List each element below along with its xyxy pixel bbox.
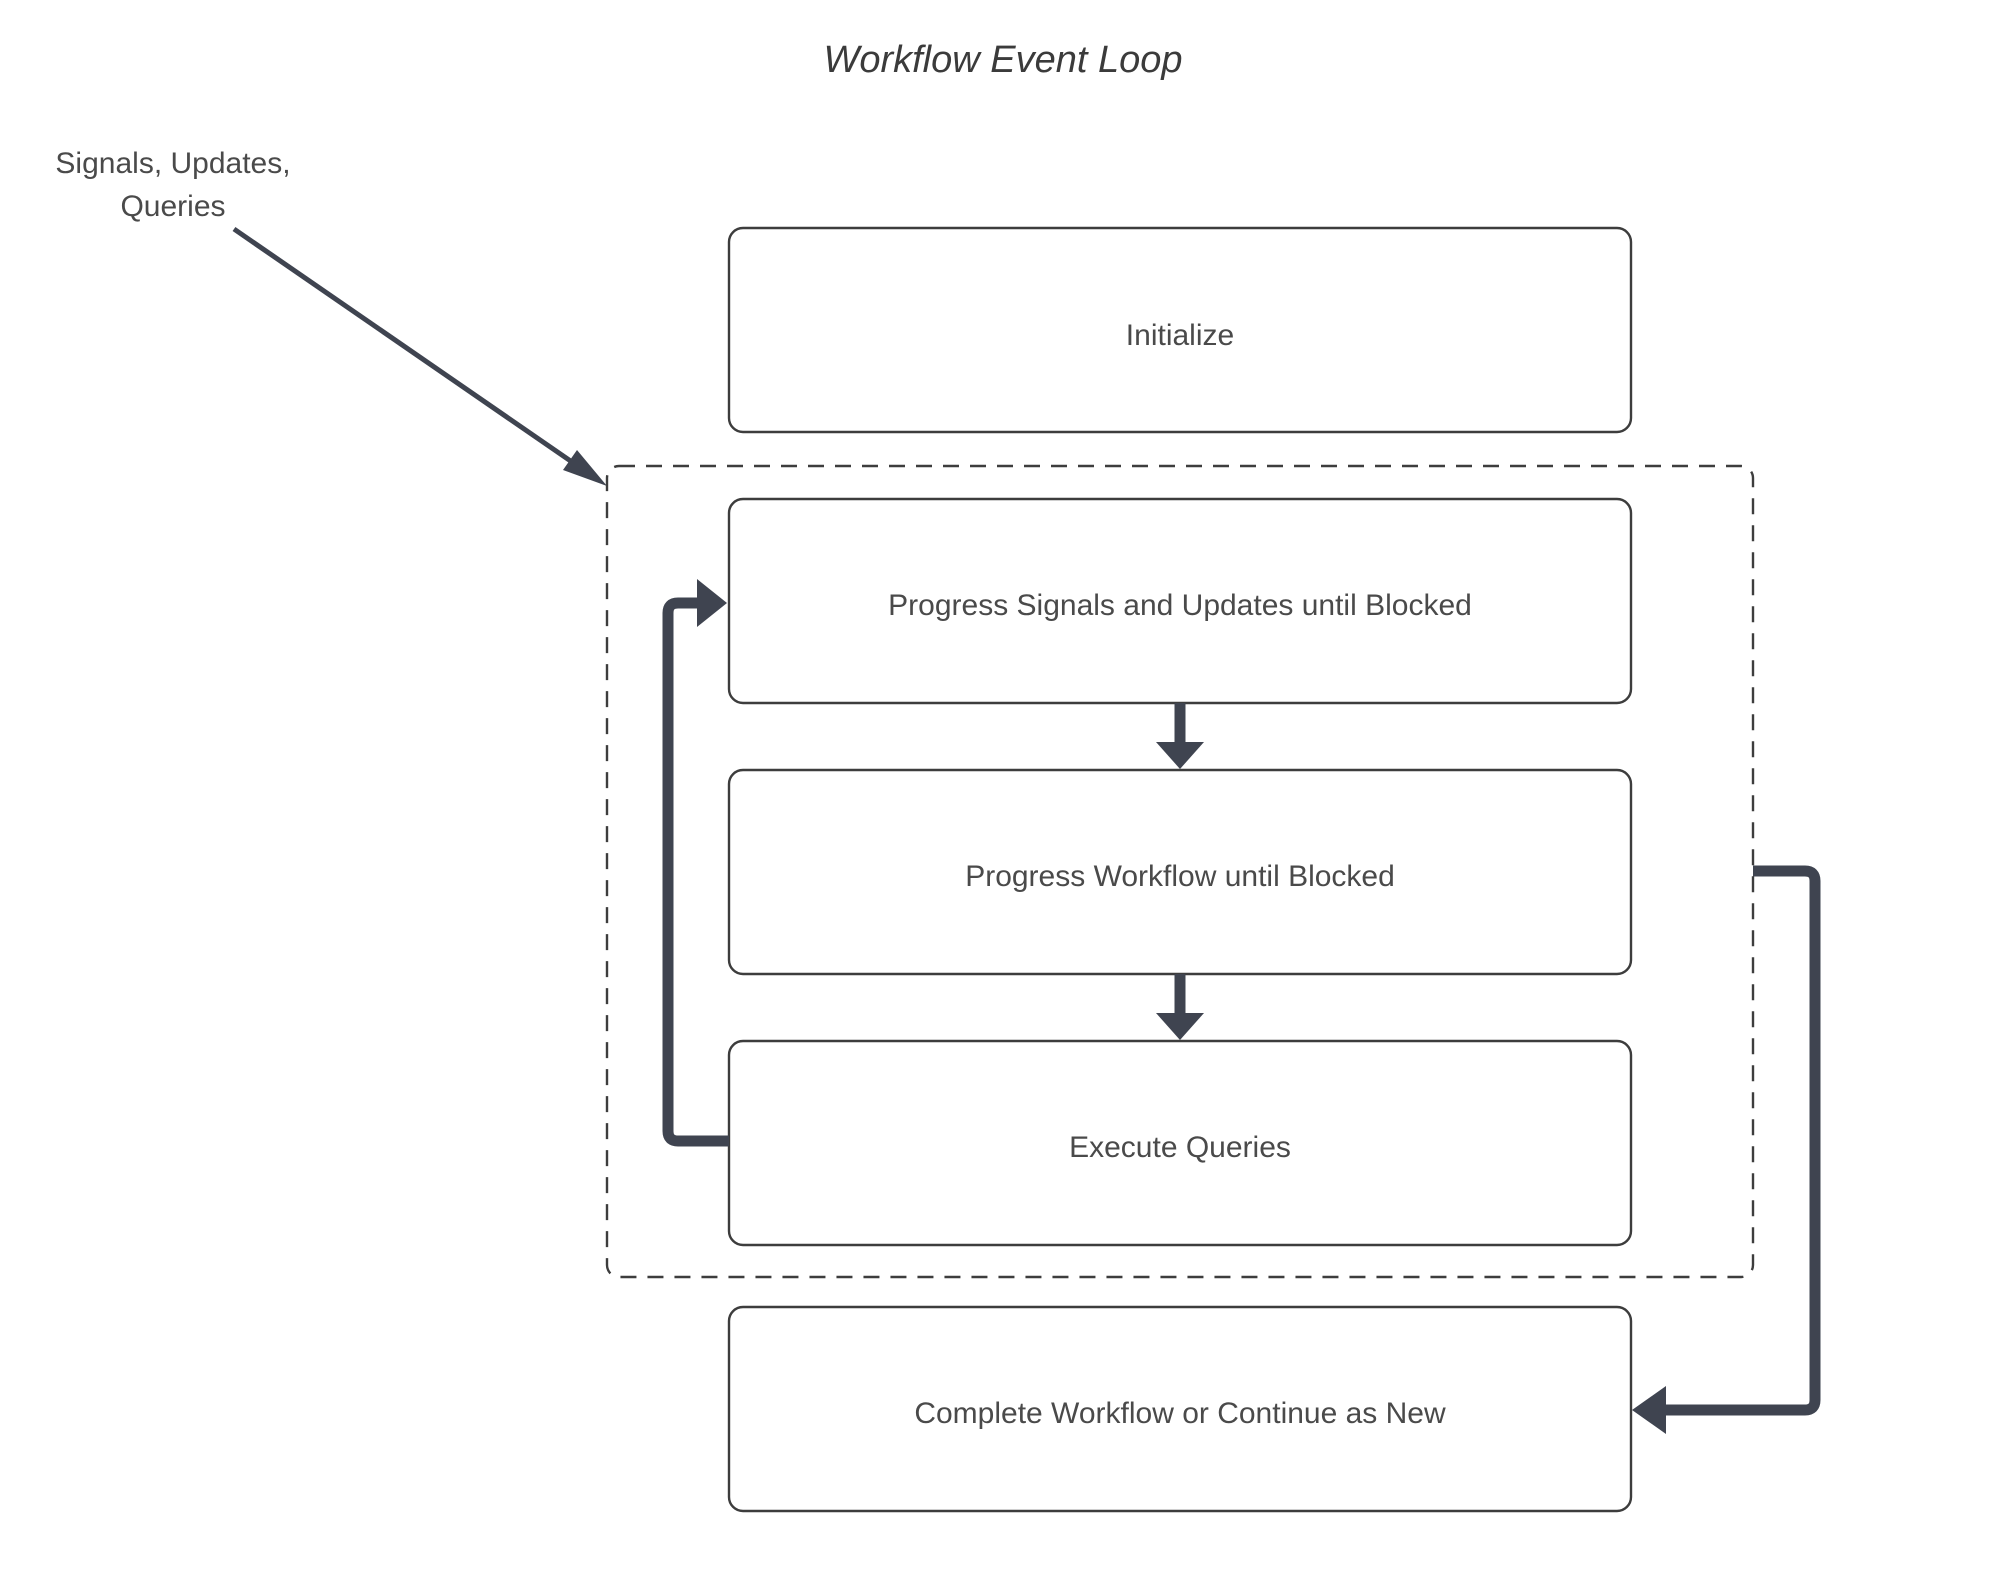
node-progress-signals[interactable]: Progress Signals and Updates until Block… [727,497,1633,705]
external-input-label-line-1: Signals, Updates, [55,147,290,180]
node-execute-queries-label: Execute Queries [1069,1131,1291,1164]
node-execute-queries[interactable]: Execute Queries [727,1039,1633,1247]
node-initialize-label: Initialize [1126,319,1234,352]
edge-progress-workflow-to-execute-queries [1156,974,1204,1040]
node-progress-signals-label: Progress Signals and Updates until Block… [888,589,1472,622]
node-complete-workflow-label: Complete Workflow or Continue as New [914,1397,1446,1430]
edge-progress-signals-to-progress-workflow [1156,703,1204,769]
node-initialize[interactable]: Initialize [727,226,1633,434]
external-input-arrow [232,226,607,486]
diagram-title: Workflow Event Loop [823,39,1182,81]
edge-execute-queries-to-progress-signals [662,579,729,1147]
external-input-label-line-2: Queries [120,190,225,223]
node-initialize-box [727,226,1633,434]
node-progress-workflow[interactable]: Progress Workflow until Blocked [727,768,1633,976]
edge-event-loop-to-complete-workflow [1632,865,1821,1434]
node-complete-workflow[interactable]: Complete Workflow or Continue as New [727,1305,1633,1513]
node-progress-workflow-label: Progress Workflow until Blocked [965,860,1395,893]
node-complete-workflow-box [727,1305,1633,1513]
